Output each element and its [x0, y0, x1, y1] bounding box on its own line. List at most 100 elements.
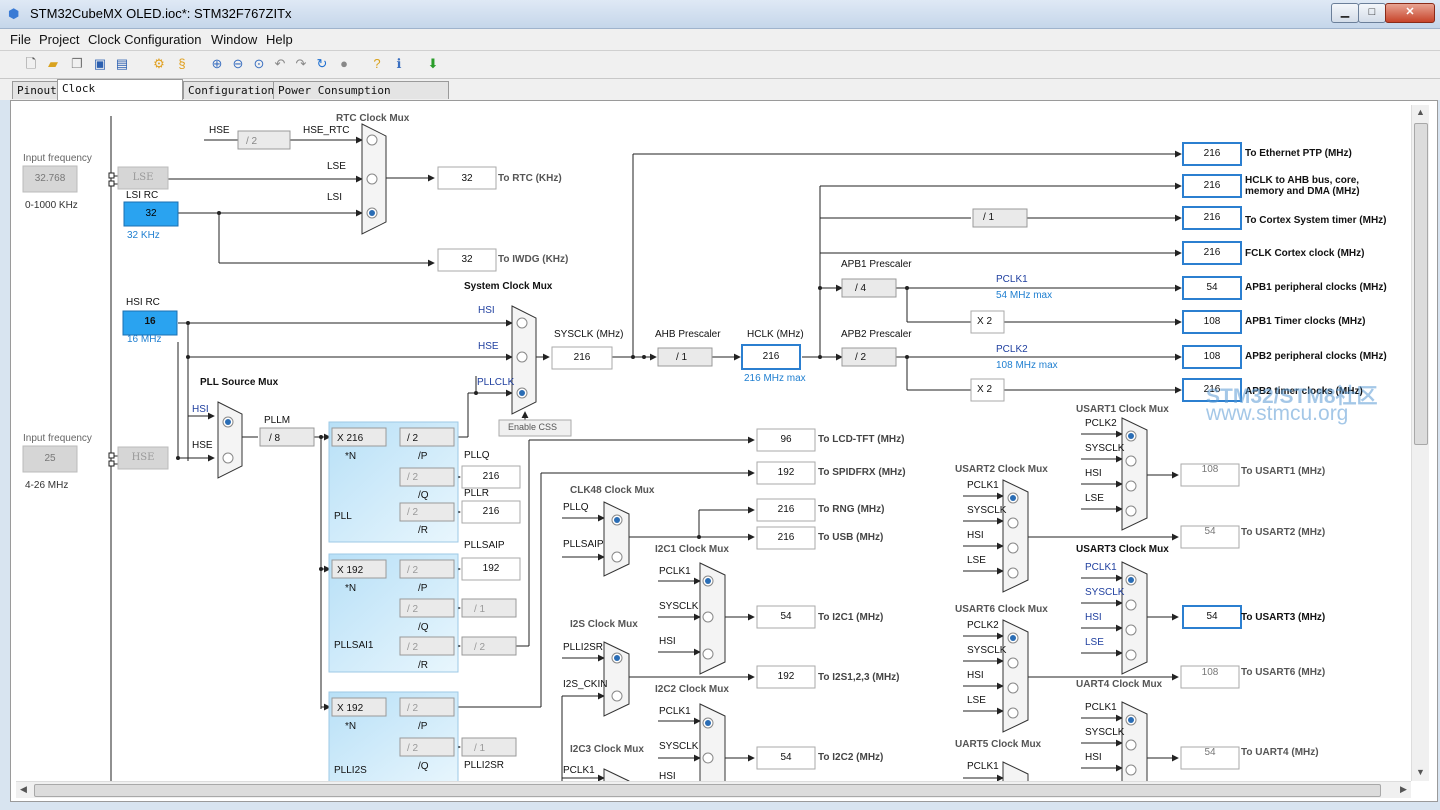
apb2-peripheral-value[interactable]: 108 [1203, 351, 1221, 362]
scroll-up-icon[interactable]: ▲ [1416, 107, 1425, 117]
cortex-divider-dropdown[interactable]: / 1 [983, 212, 995, 223]
apb2-prescaler-label: APB2 Prescaler [841, 329, 912, 340]
ethernet-ptp-value[interactable]: 216 [1203, 148, 1221, 159]
lse-input-value[interactable]: 32.768 [34, 173, 66, 184]
scroll-left-icon[interactable]: ◀ [20, 784, 27, 794]
pllsai1-r-dropdown[interactable]: / 2 [407, 642, 419, 653]
pllsai1-q-label: /Q [418, 622, 429, 633]
apb2-timer-value[interactable]: 216 [1203, 384, 1221, 395]
tab-power-consumption-calculator[interactable]: Power Consumption Calculator [273, 81, 449, 114]
plli2s-q-label: /Q [418, 761, 429, 772]
apb1-peripheral-label: APB1 peripheral clocks (MHz) [1245, 282, 1387, 293]
save-all-icon[interactable]: ▤ [115, 56, 129, 71]
usart2-in-sysclk: SYSCLK [967, 505, 1007, 516]
menu-project[interactable]: Project [39, 32, 80, 47]
hclk-ahb-label: HCLK to AHB bus, core, [1245, 175, 1360, 186]
tab-clock-configuration[interactable]: Clock Configuration [57, 79, 183, 112]
usart3-in-sysclk: SYSCLK [1085, 587, 1125, 598]
download-icon[interactable]: ⬇ [427, 56, 439, 71]
plli2s-p-dropdown[interactable]: / 2 [407, 703, 419, 714]
hse-name: HSE [131, 452, 155, 463]
zoom-fit-icon[interactable]: ⊙ [253, 56, 265, 71]
maximize-button[interactable]: □ [1358, 3, 1386, 23]
cortex-timer-value[interactable]: 216 [1203, 212, 1221, 223]
hclk-ahb-value[interactable]: 216 [1203, 180, 1221, 191]
pllsai1-p-dropdown[interactable]: / 2 [407, 565, 419, 576]
usart6-value: 108 [1201, 667, 1219, 678]
undo-icon[interactable]: ↶ [274, 56, 286, 71]
spdif-value: 192 [777, 467, 795, 478]
pll-src-hsi: HSI [192, 404, 209, 415]
tab-configuration[interactable]: Configuration [183, 81, 275, 99]
hclk-ahb-label2: memory and DMA (MHz) [1245, 186, 1360, 197]
i2c1-mux-title: I2C1 Clock Mux [655, 544, 729, 555]
rtc-output-label: To RTC (KHz) [498, 173, 562, 184]
plli2s-q-div-dropdown[interactable]: / 1 [474, 743, 486, 754]
usart6-in-sysclk: SYSCLK [967, 645, 1007, 656]
clock-tree-labels: Input frequency 32.768 0-1000 KHz LSE LS… [11, 101, 1411, 791]
scroll-down-icon[interactable]: ▼ [1416, 767, 1425, 777]
pllsai1-q-div-dropdown[interactable]: / 1 [474, 604, 486, 615]
apb2-prescaler-dropdown[interactable]: / 2 [855, 352, 867, 363]
zoom-out-icon[interactable]: ⊖ [232, 56, 244, 71]
apb1-peripheral-value[interactable]: 54 [1206, 282, 1218, 293]
pclk2-max: 108 MHz max [996, 360, 1058, 371]
menu-file[interactable]: File [10, 32, 31, 47]
apb1-timer-value[interactable]: 108 [1203, 316, 1221, 327]
fclk-value[interactable]: 216 [1203, 247, 1221, 258]
ahb-prescaler-dropdown[interactable]: / 1 [676, 352, 688, 363]
refresh-icon[interactable]: ↻ [316, 56, 328, 71]
reset-icon[interactable]: ● [340, 56, 348, 71]
rtc-output-value: 32 [461, 173, 473, 184]
about-icon[interactable]: ℹ [396, 56, 402, 71]
menu-help[interactable]: Help [266, 32, 293, 47]
i2c2-in-hsi: HSI [659, 771, 676, 782]
rtc-hse-rtc-label: HSE_RTC [303, 125, 350, 136]
plli2s-n-dropdown[interactable]: X 192 [337, 703, 364, 714]
apb2-x2: X 2 [977, 384, 993, 395]
zoom-in-icon[interactable]: ⊕ [211, 56, 223, 71]
usb-label: To USB (MHz) [818, 532, 884, 543]
menu-clock-configuration[interactable]: Clock Configuration [88, 32, 202, 47]
i2s-value: 192 [777, 671, 795, 682]
pllsai1-n-dropdown[interactable]: X 192 [337, 565, 364, 576]
horizontal-scrollbar[interactable]: ◀ ▶ [16, 781, 1411, 798]
vertical-scrollbar[interactable]: ▲ ▼ [1411, 105, 1429, 781]
apb2-peripheral-label: APB2 peripheral clocks (MHz) [1245, 351, 1387, 362]
rtc-hse-div[interactable]: / 2 [246, 136, 258, 147]
plli2s-q-dropdown[interactable]: / 2 [407, 743, 419, 754]
menu-window[interactable]: Window [211, 32, 258, 47]
open-folder-icon[interactable]: ▰ [48, 56, 58, 71]
pllm-dropdown[interactable]: / 8 [269, 433, 281, 444]
spdif-label: To SPIDFRX (MHz) [818, 467, 906, 478]
report-icon[interactable]: § [178, 56, 186, 71]
pll-n-dropdown[interactable]: X 216 [337, 433, 364, 444]
vertical-scroll-thumb[interactable] [1414, 123, 1428, 445]
pllsai1-q-dropdown[interactable]: / 2 [407, 604, 419, 615]
pclk1-max: 54 MHz max [996, 290, 1053, 301]
horizontal-scroll-thumb[interactable] [34, 784, 1381, 797]
pllsai1-n-label: *N [345, 583, 357, 594]
usart3-value[interactable]: 54 [1206, 611, 1218, 622]
enable-css-button[interactable] [498, 419, 572, 437]
scroll-right-icon[interactable]: ▶ [1400, 784, 1407, 794]
pllsai1-r-div-dropdown[interactable]: / 2 [474, 642, 486, 653]
pll-p-dropdown[interactable]: / 2 [407, 433, 419, 444]
close-button[interactable]: ✕ [1385, 3, 1435, 23]
enable-css-label[interactable]: Enable CSS [508, 422, 558, 432]
copy-icon[interactable]: ❐ [71, 56, 83, 71]
redo-icon[interactable]: ↷ [295, 56, 307, 71]
pll-q-dropdown[interactable]: / 2 [407, 472, 419, 483]
minimize-button[interactable]: ▁ [1331, 3, 1359, 23]
generate-icon[interactable]: ⚙ [153, 56, 165, 71]
help-icon[interactable]: ? [373, 56, 381, 71]
new-file-icon[interactable]: 🗋 [25, 56, 37, 71]
hclk-value[interactable]: 216 [762, 351, 780, 362]
rtc-lsi-label: LSI [327, 192, 343, 203]
pll-r-dropdown[interactable]: / 2 [407, 507, 419, 518]
save-icon[interactable]: ▣ [93, 56, 107, 71]
apb1-prescaler-dropdown[interactable]: / 4 [855, 283, 867, 294]
hse-input-value[interactable]: 25 [44, 453, 56, 464]
usart1-in-sysclk: SYSCLK [1085, 443, 1125, 454]
pllr-label: PLLR [464, 488, 490, 499]
